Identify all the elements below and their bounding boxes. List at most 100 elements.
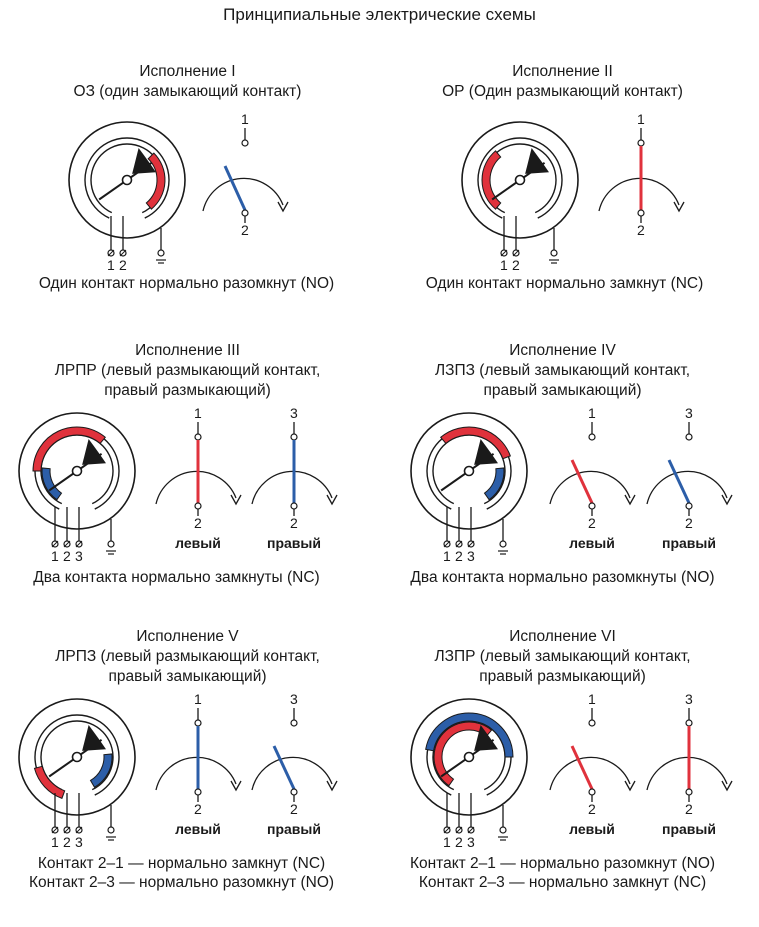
contact-arc-blue <box>425 712 514 758</box>
panel-title-line: ОР (Один размыкающий контакт) <box>442 83 683 100</box>
terminal-screw-slot <box>455 826 463 834</box>
switch-side-label: правый <box>267 535 321 551</box>
terminal-screw-slot <box>500 249 508 257</box>
gauge-outer-ring <box>410 412 528 530</box>
gauge-pivot <box>514 174 526 186</box>
caption-line: Контакт 2–1 — нормально замкнут (NC) <box>37 855 326 872</box>
switch-top-number: 1 <box>241 111 249 127</box>
contact-arc-blue <box>483 467 505 501</box>
gauge-symbol <box>461 121 579 239</box>
panel-title-line: ЛЗПЗ (левый замыкающий контакт, <box>434 362 691 379</box>
gauge-outer-ring <box>18 412 136 530</box>
switch-blade-blue <box>223 165 247 211</box>
panel-caption: Контакт 2–1 — нормально разомкнут (NO) К… <box>373 854 752 892</box>
terminal-number: 1 <box>51 834 59 850</box>
gauge-outer-ring <box>410 698 528 816</box>
switch-bottom-number: 2 <box>241 222 249 238</box>
ground-screw <box>499 540 507 548</box>
switch-travel-arc <box>646 756 728 791</box>
panel-title-line: ЛРПЗ (левый размыкающий контакт, <box>55 648 320 665</box>
panel-title-line: Исполнение II <box>512 63 613 80</box>
contact-arc-red <box>433 721 493 787</box>
gauge-pivot <box>463 751 475 763</box>
page-title: Принципиальные электрические схемы <box>223 5 536 24</box>
gauge-mechanism <box>132 148 156 174</box>
switch-blade-blue <box>272 745 296 790</box>
switch-travel-arc <box>251 756 333 791</box>
switch-bottom-terminal <box>290 502 298 510</box>
panel-title-line: ЛРПР (левый размыкающий контакт, <box>54 362 321 379</box>
terminal-screw-slot <box>467 540 475 548</box>
terminal-screw-slot <box>107 249 115 257</box>
switch-bottom-terminal <box>588 502 596 510</box>
contact-arc-blue <box>41 467 63 501</box>
gauge-pivot <box>71 751 83 763</box>
panel-title: Исполнение II ОР (Один размыкающий конта… <box>373 62 752 102</box>
terminal-number: 1 <box>443 548 451 564</box>
gauge-outer-ring <box>18 698 136 816</box>
gauge-outer-ring <box>461 121 579 239</box>
switch-symbol: 1 2 левый <box>549 691 636 837</box>
switch-bottom-number: 2 <box>588 801 596 817</box>
arrow-icon <box>326 494 338 506</box>
panel-title-line: ОЗ (один замыкающий контакт) <box>73 83 302 100</box>
arrow-icon <box>230 494 242 506</box>
switch-bottom-terminal <box>290 788 298 796</box>
panel-caption: Два контакта нормально разомкнуты (NO) <box>373 568 752 587</box>
switch-top-terminal <box>685 719 693 727</box>
arrow-icon <box>673 201 685 213</box>
panel-title-line: Исполнение VI <box>509 628 616 645</box>
gauge-mechanism <box>82 439 106 465</box>
switch-bottom-number: 2 <box>194 515 202 531</box>
terminal-number: 2 <box>512 257 520 273</box>
caption-line: Контакт 2–3 — нормально замкнут (NC) <box>418 874 707 891</box>
switch-top-terminal <box>194 719 202 727</box>
panel-execution-5: Исполнение V ЛРПЗ (левый размыкающий кон… <box>0 627 379 927</box>
panel-title: Исполнение I ОЗ (один замыкающий контакт… <box>0 62 377 102</box>
switch-bottom-terminal <box>685 502 693 510</box>
terminal-screw-slot <box>455 540 463 548</box>
panel-title-line: ЛЗПР (левый замыкающий контакт, <box>434 648 691 665</box>
panel-caption: Контакт 2–1 — нормально замкнут (NC) Кон… <box>0 854 371 892</box>
switch-top-number: 1 <box>194 405 202 421</box>
arrow-icon <box>721 494 733 506</box>
terminal-screw-slot <box>443 540 451 548</box>
switch-side-label: правый <box>267 821 321 837</box>
switch-bottom-terminal <box>637 209 645 217</box>
contact-arc-blue <box>89 753 113 788</box>
switch-top-terminal <box>290 433 298 441</box>
panel-execution-6: Исполнение VI ЛЗПР (левый замыкающий кон… <box>379 627 758 927</box>
panel-title-line: правый размыкающий) <box>479 668 646 685</box>
switch-top-number: 3 <box>685 405 693 421</box>
terminal-screw-slot <box>443 826 451 834</box>
gauge-inner-ring <box>477 137 563 219</box>
terminal-number: 3 <box>75 548 83 564</box>
caption-line: Контакт 2–1 — нормально разомкнут (NO) <box>409 855 716 872</box>
panel-title: Исполнение III ЛРПР (левый размыкающий к… <box>0 341 377 401</box>
gauge-pivot <box>463 465 475 477</box>
switch-top-terminal <box>685 433 693 441</box>
terminal-screw-slot <box>75 826 83 834</box>
contact-arc-red <box>440 426 511 460</box>
panel-execution-1: Исполнение I ОЗ (один замыкающий контакт… <box>0 62 379 362</box>
switch-bottom-terminal <box>241 209 249 217</box>
switch-side-label: левый <box>569 821 615 837</box>
gauge-symbol <box>410 698 528 816</box>
switch-top-number: 1 <box>588 691 596 707</box>
switch-blade-red <box>570 745 594 790</box>
terminal-number: 2 <box>119 257 127 273</box>
terminal-number: 3 <box>467 548 475 564</box>
switch-travel-arc <box>155 470 237 505</box>
panel-title: Исполнение IV ЛЗПЗ (левый замыкающий кон… <box>373 341 752 401</box>
